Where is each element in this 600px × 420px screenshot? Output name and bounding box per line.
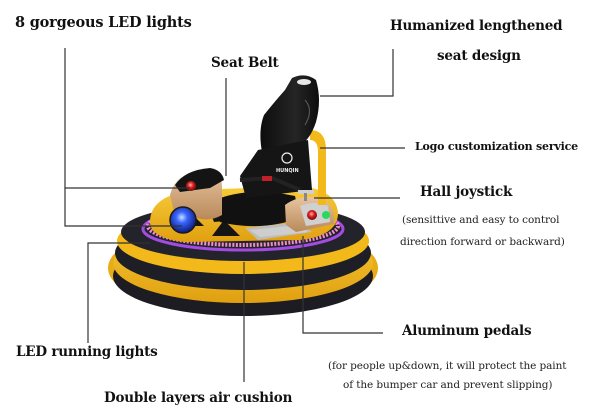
seat: HUNQIN (239, 75, 319, 201)
front-right-fender (285, 196, 335, 232)
leader-lines (64, 48, 405, 382)
label-seat-design-line1: Humanized lengthened (390, 18, 563, 34)
joystick-description-line2: direction forward or backward) (400, 236, 565, 248)
label-seat-belt: Seat Belt (211, 55, 279, 71)
joystick-description-line1: (sensittive and easy to control (402, 214, 560, 226)
label-joystick: Hall joystick (420, 184, 513, 200)
pedals-description-line2: of the bumper car and prevent slipping) (343, 379, 553, 391)
blue-led-light (169, 206, 197, 234)
seat-logo: HUNQIN (276, 168, 299, 174)
seat-frame (310, 130, 326, 205)
label-seat-design-line2: seat design (437, 48, 521, 64)
label-led-lights: 8 gorgeous LED lights (15, 14, 192, 31)
label-running-lights: LED running lights (16, 344, 158, 360)
label-pedals: Aluminum pedals (402, 323, 532, 339)
label-air-cushion: Double layers air cushion (104, 390, 293, 406)
pedals-description-line1: (for people up&down, it will protect the… (328, 360, 567, 372)
label-logo-service: Logo customization service (415, 140, 578, 153)
